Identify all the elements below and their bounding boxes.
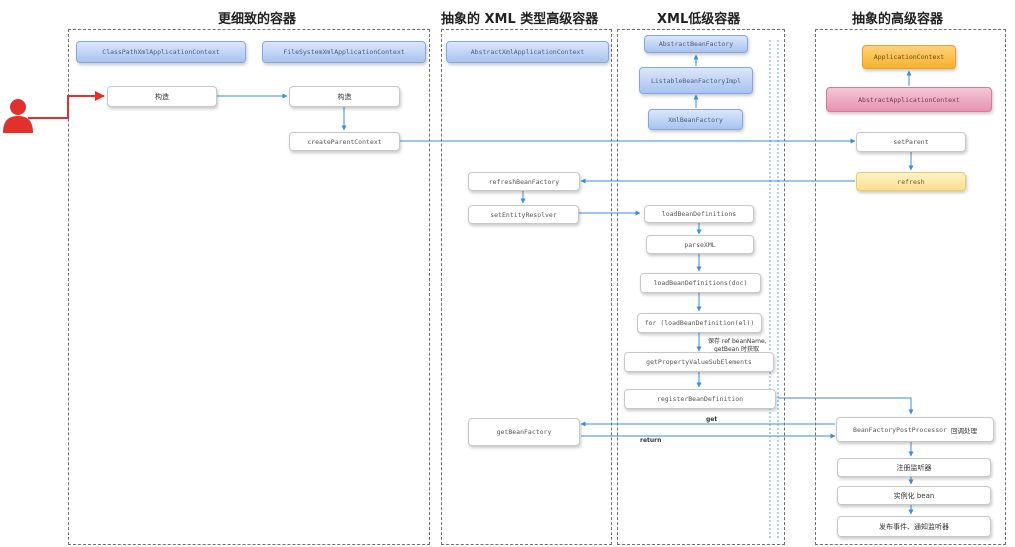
save-ref-note-1: 保存 ref beanName, — [708, 338, 767, 345]
for-load-bean-definition-el: for (loadBeanDefinition(el)) — [637, 313, 762, 333]
get-property-value-sub-elements: getPropertyValueSubElements — [624, 352, 774, 372]
abstract-xml-app-context: AbstractXmlApplicationContext — [446, 41, 609, 63]
xml-bean-factory: XmlBeanFactory — [648, 109, 743, 130]
load-bean-definitions-doc: loadBeanDefinitions(doc) — [640, 273, 761, 293]
lane-detail — [68, 29, 430, 545]
classpath-xml-app-context: ClassPathXmlApplicationContext — [76, 41, 246, 63]
abstract-bean-factory: AbstractBeanFactory — [644, 35, 748, 53]
refresh-bean-factory: refreshBeanFactory — [468, 172, 580, 191]
lane-title-abstract-high: 抽象的高级容器 — [852, 12, 944, 27]
application-context: ApplicationContext — [862, 45, 956, 69]
lane-xml-low — [617, 29, 785, 545]
lane-title-abstract-xml: 抽象的 XML 类型高级容器 — [441, 12, 599, 27]
bean-factory-post-processor-label: BeanFactoryPostProcessor — [853, 425, 947, 434]
filesystem-xml-app-context: FileSystemXmlApplicationContext — [262, 41, 426, 63]
get-label: get — [706, 416, 718, 423]
set-entity-resolver: setEntityResolver — [468, 205, 579, 224]
lane-abstract-xml — [441, 29, 612, 545]
get-bean-factory: getBeanFactory — [468, 418, 580, 446]
lane-title-xml-low: XML低级容器 — [657, 12, 741, 27]
register-listener: 注册监听器 — [837, 458, 991, 477]
abstract-application-context: AbstractApplicationContext — [826, 87, 992, 112]
return-label: return — [640, 437, 662, 444]
publish-event: 发布事件、通知监听器 — [837, 516, 991, 537]
user-icon — [3, 99, 33, 133]
lane-title-detail: 更细致的容器 — [218, 12, 297, 27]
create-parent-context: createParentContext — [289, 132, 400, 151]
instantiate-bean: 实例化 bean — [837, 486, 991, 505]
construct-box-2: 构造 — [289, 86, 400, 107]
callback-label: 回调处理 — [950, 426, 977, 435]
listable-bean-factory-impl: ListableBeanFactoryImpl — [639, 67, 753, 94]
parse-xml: parseXML — [646, 235, 754, 254]
register-bean-definition: registerBeanDefinition — [624, 389, 776, 409]
load-bean-definitions: loadBeanDefinitions — [644, 205, 754, 223]
save-ref-note-2: getBean 时获取 — [714, 346, 760, 353]
lane-abstract-high — [815, 29, 1006, 545]
construct-box-1: 构造 — [107, 86, 217, 107]
bean-factory-post-processor: BeanFactoryPostProcessor 回调处理 — [836, 417, 994, 442]
set-parent: setParent — [856, 132, 966, 152]
refresh: refresh — [856, 172, 966, 191]
